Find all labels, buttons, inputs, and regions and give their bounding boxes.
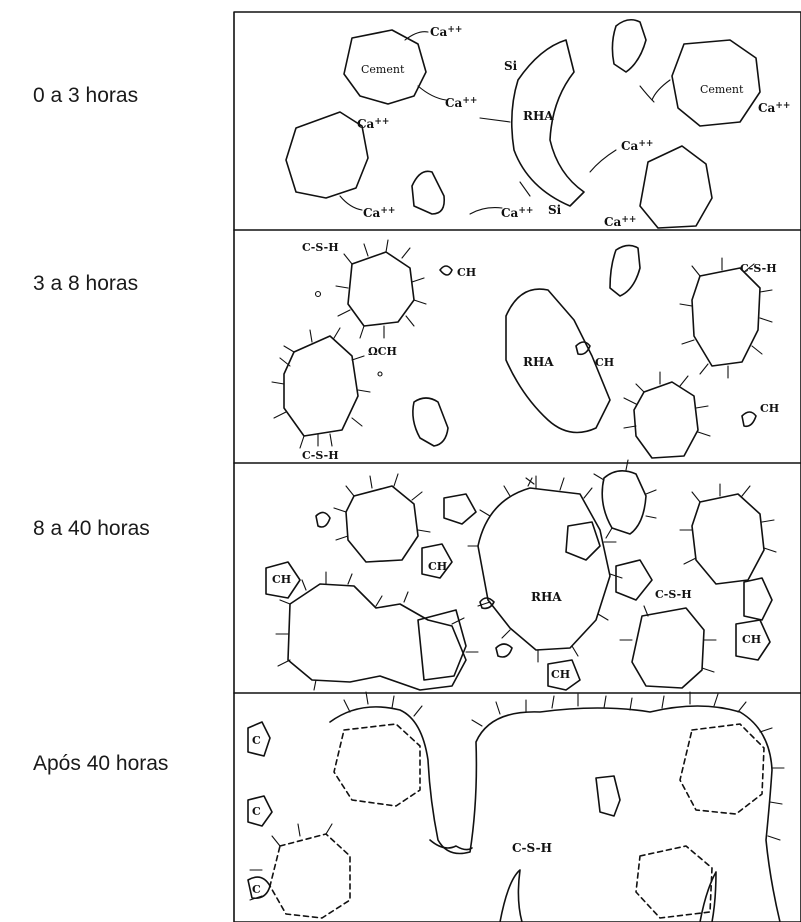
- ch-label: ΩCH: [368, 345, 397, 358]
- rha-fragment: [612, 20, 646, 72]
- ch-label: CH: [457, 266, 476, 279]
- si-label: Si: [504, 59, 518, 73]
- si-label: Si: [548, 203, 562, 217]
- ch-label: CH: [742, 633, 761, 646]
- rha-fragment: [610, 245, 640, 296]
- rha-label: RHA: [523, 355, 554, 369]
- rha-particle: [512, 40, 584, 206]
- ca-label: Ca++: [445, 96, 477, 110]
- panel-8-40h: CH CH RHA C-S-H CH CH: [266, 460, 776, 690]
- cement-label: Cement: [700, 83, 744, 96]
- rha-fragment: [602, 471, 646, 534]
- ca-label: Ca++: [501, 206, 533, 220]
- panel-after-40h: C C C C-S-H: [248, 692, 784, 922]
- ch-label: CH: [760, 402, 779, 415]
- hydrating-grain: [692, 494, 764, 584]
- csh-matrix: [330, 706, 780, 922]
- c-label: C: [252, 734, 261, 747]
- ca-label: Ca++: [604, 215, 636, 229]
- hydrating-grain: [346, 486, 418, 562]
- ch-label: CH: [551, 668, 570, 681]
- ca-label: Ca++: [363, 206, 395, 220]
- panel-frames: [234, 12, 801, 922]
- hydrating-grain: [634, 382, 698, 458]
- ca-label: Ca++: [758, 101, 790, 115]
- rha-fragment: [418, 610, 466, 680]
- csh-label: C-S-H: [302, 449, 339, 462]
- rha-label: RHA: [523, 109, 554, 123]
- cement-grain: [640, 146, 712, 228]
- c-label: C: [252, 883, 261, 896]
- ch-label: CH: [272, 573, 291, 586]
- hydrating-grain: [632, 608, 704, 688]
- cement-label: Cement: [361, 63, 405, 76]
- ca-label: Ca++: [621, 139, 653, 153]
- rha-particle: [478, 488, 610, 650]
- panel-3-8h: C-S-H CH C-S-H RHA CH ΩCH C-S-H CH: [272, 240, 779, 462]
- panel-0-3h: Cement Ca++ Ca++ Ca++ Ca++ Ca++ RHA Si S…: [286, 20, 790, 229]
- rha-label: RHA: [531, 590, 562, 604]
- rha-fragment: [413, 398, 448, 446]
- hydrating-grain: [288, 584, 466, 690]
- ch-label: CH: [428, 560, 447, 573]
- ca-label: Ca++: [430, 25, 462, 39]
- cement-grain: [286, 112, 368, 198]
- c-label: C: [252, 805, 261, 818]
- ch-label: CH: [595, 356, 614, 369]
- hydrating-grain: [284, 336, 358, 436]
- csh-label: C-S-H: [655, 588, 692, 601]
- hydrating-grain: [692, 268, 760, 366]
- csh-label: C-S-H: [512, 841, 552, 855]
- csh-label: C-S-H: [302, 241, 339, 254]
- hydrating-grain: [348, 252, 414, 326]
- rha-fragment: [412, 171, 444, 214]
- rha-fragment: [596, 776, 620, 816]
